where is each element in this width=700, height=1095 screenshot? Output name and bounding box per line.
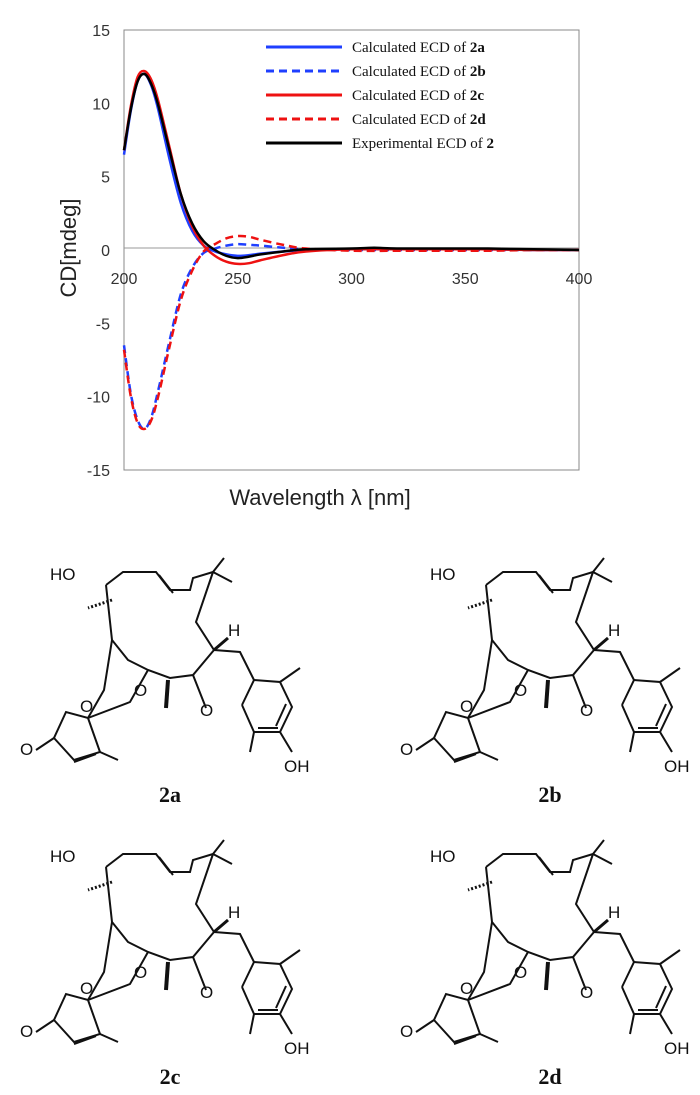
structure-2d: HO H O O O O OH 2d — [400, 838, 690, 1089]
atom-h: H — [608, 621, 620, 640]
atom-o-chroman: O — [200, 983, 213, 1002]
structure-2b: HO H O O O O OH 2b — [400, 556, 690, 807]
atom-o-lactone: O — [460, 697, 473, 716]
legend-label-4: Experimental ECD of 2 — [352, 136, 494, 152]
atom-o-chroman: O — [580, 983, 593, 1002]
x-axis-title: Wavelength λ [nm] — [229, 485, 410, 510]
atom-o-lactone: O — [460, 979, 473, 998]
legend-label-3: Calculated ECD of 2d — [352, 112, 486, 128]
atom-o-carbonyl: O — [400, 740, 413, 759]
ecd-chart: -15 -10 -5 0 5 10 15 200 250 300 350 400 Wavelengt… — [56, 23, 592, 510]
y-tick-labels: -15 -10 -5 0 5 10 15 — [87, 23, 110, 480]
y-tick-label: 15 — [92, 23, 110, 40]
series-line-4 — [122, 72, 580, 260]
y-tick-label: -15 — [87, 463, 110, 480]
structure-2a: HO H O O O O OH 2a — [20, 556, 310, 807]
atom-o-carbonyl: O — [20, 740, 33, 759]
atom-o-carbonyl: O — [20, 1022, 33, 1041]
atom-h: H — [228, 621, 240, 640]
legend: Calculated ECD of 2a Calculated ECD of 2b… — [266, 40, 494, 152]
atom-o-chroman: O — [200, 701, 213, 720]
x-tick-label: 300 — [338, 271, 365, 288]
legend-label-2: Calculated ECD of 2c — [352, 88, 484, 104]
structure-label-2a: 2a — [159, 782, 181, 807]
atom-oh: OH — [664, 1039, 690, 1058]
atom-oh: OH — [664, 757, 690, 776]
atom-o-ring: O — [134, 681, 147, 700]
x-tick-label: 400 — [566, 271, 593, 288]
y-tick-label: -10 — [87, 390, 110, 407]
structure-label-2b: 2b — [538, 782, 561, 807]
y-tick-label: -5 — [96, 316, 110, 333]
x-tick-label: 250 — [224, 271, 251, 288]
y-tick-label: 5 — [101, 170, 110, 187]
y-axis-title: CD[mdeg] — [56, 198, 81, 297]
x-tick-labels: 200 250 300 350 400 — [111, 271, 593, 288]
atom-h: H — [608, 903, 620, 922]
atom-o-ring: O — [514, 681, 527, 700]
legend-label-1: Calculated ECD of 2b — [352, 64, 486, 80]
series-line-3 — [122, 234, 580, 431]
atom-ho: HO — [50, 565, 76, 584]
atom-o-lactone: O — [80, 979, 93, 998]
atom-ho: HO — [430, 847, 456, 866]
atom-o-ring: O — [514, 963, 527, 982]
atom-oh: OH — [284, 1039, 310, 1058]
x-tick-label: 350 — [452, 271, 479, 288]
y-tick-label: 0 — [101, 243, 110, 260]
atom-h: H — [228, 903, 240, 922]
structure-label-2d: 2d — [538, 1064, 561, 1089]
structure-2c: HO H O O O O OH 2c — [20, 838, 310, 1089]
atom-o-chroman: O — [580, 701, 593, 720]
atom-o-carbonyl: O — [400, 1022, 413, 1041]
x-tick-label: 200 — [111, 271, 138, 288]
legend-label-0: Calculated ECD of 2a — [352, 40, 485, 56]
atom-o-ring: O — [134, 963, 147, 982]
y-tick-label: 10 — [92, 96, 110, 113]
series-layer — [122, 69, 580, 431]
atom-ho: HO — [50, 847, 76, 866]
atom-o-lactone: O — [80, 697, 93, 716]
structure-label-2c: 2c — [160, 1064, 181, 1089]
atom-oh: OH — [284, 757, 310, 776]
atom-ho: HO — [430, 565, 456, 584]
